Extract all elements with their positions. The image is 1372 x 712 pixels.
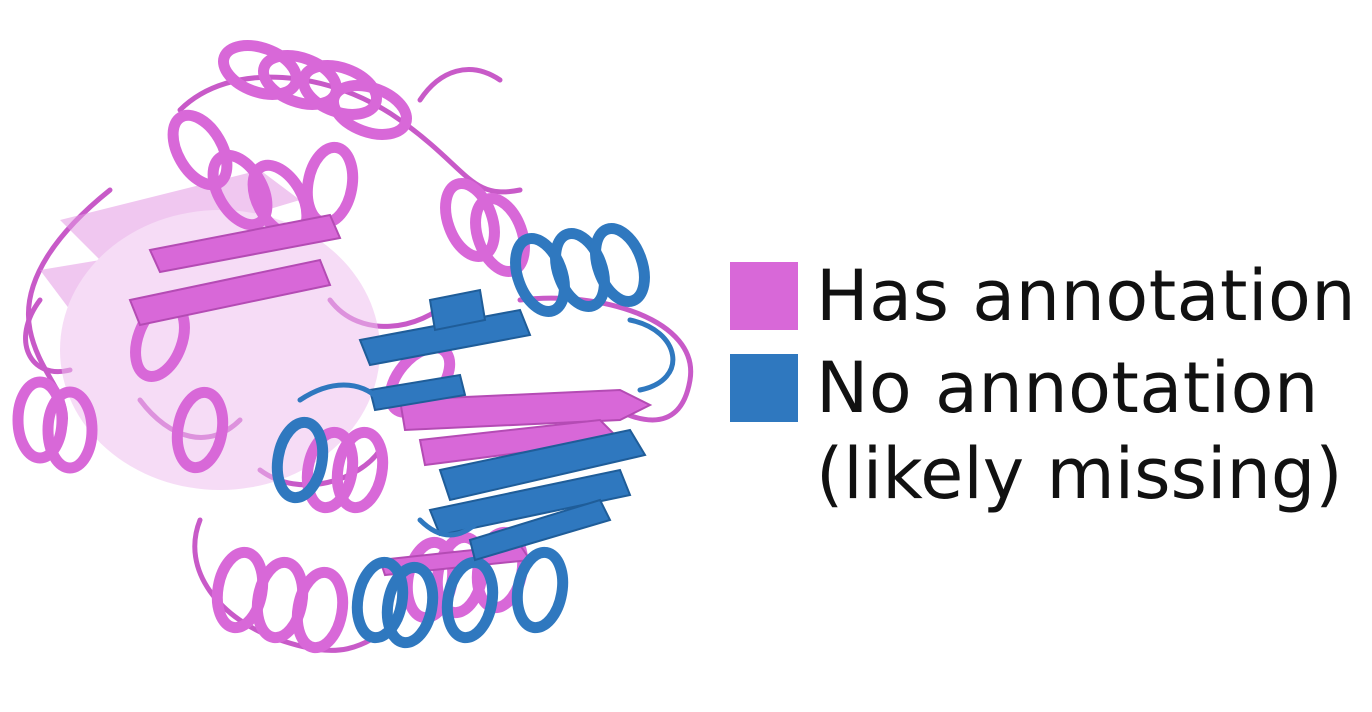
unannotated-strands: [358, 288, 647, 562]
protein-ribbon-structure: [0, 0, 694, 712]
legend-item-unannotated: No annotation: [730, 342, 1360, 434]
legend-label-annotated: Has annotation: [816, 255, 1357, 337]
unannotated-loops: [297, 317, 676, 538]
legend-label-unannotated: No annotation: [816, 347, 1319, 429]
annotated-swatch: [730, 262, 798, 330]
unannotated-swatch: [730, 354, 798, 422]
legend-item-annotated: Has annotation: [730, 250, 1360, 342]
legend-label-unannotated-note: (likely missing): [816, 433, 1343, 515]
legend: Has annotation No annotation (likely mis…: [730, 250, 1360, 514]
